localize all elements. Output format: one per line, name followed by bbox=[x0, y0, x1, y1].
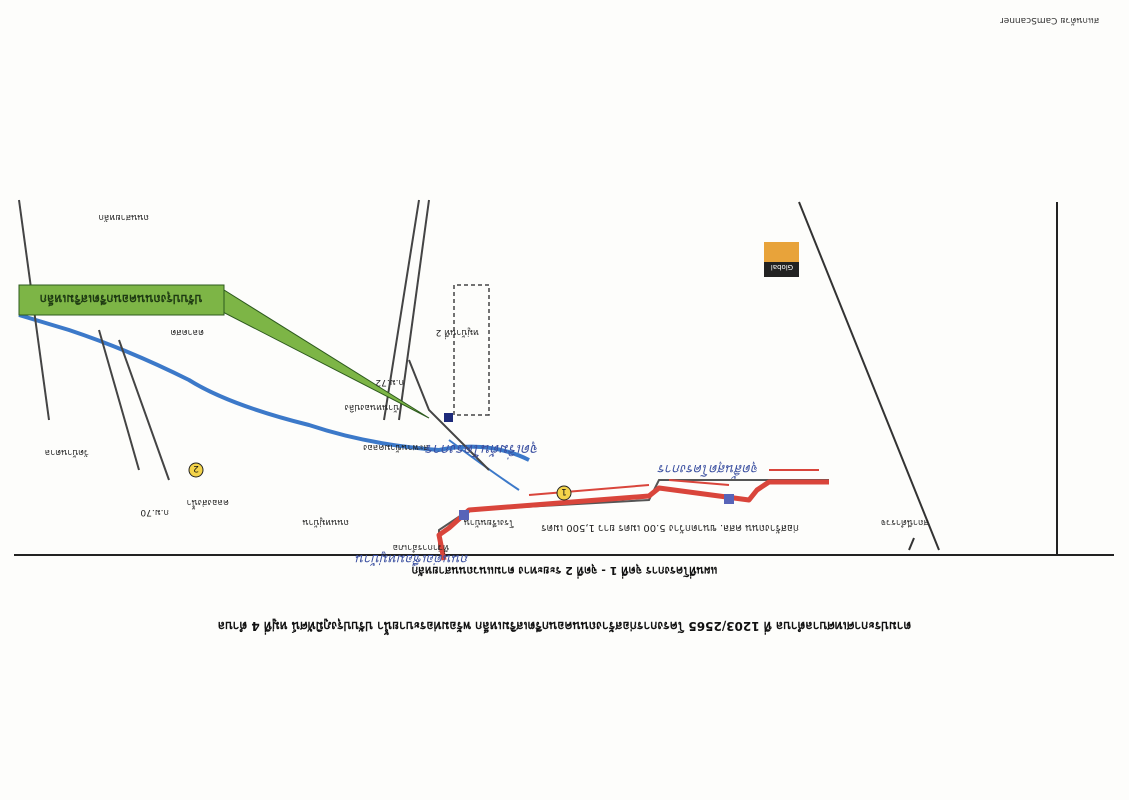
label-market: ตลาดสด bbox=[170, 327, 204, 337]
label-km72: ก.ม.72 bbox=[375, 377, 404, 387]
point-1-label: 1 bbox=[561, 486, 567, 496]
village-road-a bbox=[398, 199, 430, 421]
project-route bbox=[436, 479, 829, 561]
side-road bbox=[438, 479, 829, 550]
label-office: ที่ว่าการอำเภอ bbox=[393, 542, 449, 555]
label-police: สถานีตำรวจ bbox=[881, 517, 929, 528]
caption-line-1: ตามประกาศเทศบาลตำบล ที่ 1203/2565 โครงกา… bbox=[217, 619, 912, 633]
point-2-marker bbox=[188, 462, 204, 478]
label-village-center: บ้านหนองปลิง bbox=[345, 402, 399, 413]
label-school: โรงเรียนบ้าน bbox=[464, 517, 514, 528]
label-village2: หมู่บ้านที่ 2 bbox=[436, 327, 479, 340]
label-canal: คลองส่งน้ำ bbox=[187, 497, 229, 510]
route-arrow-2 bbox=[668, 479, 730, 486]
building-icon bbox=[724, 494, 734, 504]
label-road-main: ถนนสายหลัก bbox=[99, 212, 149, 222]
logo-badge-text: Global bbox=[771, 263, 793, 271]
label-road-side: ถนนหมู่บ้าน bbox=[302, 517, 349, 528]
main-road-edge-a bbox=[798, 201, 940, 551]
village-road-c bbox=[408, 359, 490, 471]
route-note: ก่อสร้างถนน คสล. ขนาดกว้าง 5.00 เมตร ยาว… bbox=[541, 522, 799, 534]
caption-line-2: แผนที่โครงการ จุดที่ 1 - จุดที่ 2 ระยะทา… bbox=[411, 564, 718, 577]
office-building-icon bbox=[459, 510, 469, 520]
legend-text: ปรับปรุงถนนคอนกรีตเสริมเหล็ก bbox=[40, 291, 203, 307]
far-road-b bbox=[98, 329, 140, 471]
market-building-icon bbox=[444, 413, 453, 422]
legend-box bbox=[18, 284, 225, 316]
point-2-label: 2 bbox=[193, 463, 199, 473]
route-arrow-3 bbox=[528, 484, 650, 496]
logo-badge-band bbox=[764, 262, 799, 277]
end-note: จุดสิ้นสุดโครงการ bbox=[657, 461, 759, 479]
label-bridge: สะพานข้ามคลอง bbox=[363, 442, 429, 453]
branch-note: ถนนต่อเชื่อมหมู่บ้าน bbox=[355, 551, 469, 569]
point-1-marker bbox=[556, 485, 572, 501]
canal-line bbox=[18, 313, 530, 462]
start-note: จุดเริ่มต้นโครงการ bbox=[425, 441, 539, 460]
main-road-edge-b bbox=[908, 537, 915, 551]
label-km70: ก.ม.70 bbox=[140, 507, 169, 517]
village-road-b bbox=[383, 199, 420, 421]
label-temple: วัดบ้านตาล bbox=[45, 447, 89, 458]
village-boundary bbox=[453, 284, 490, 416]
far-road-a bbox=[118, 339, 170, 481]
scanner-watermark: สแกนด้วย CamScanner bbox=[999, 15, 1099, 25]
